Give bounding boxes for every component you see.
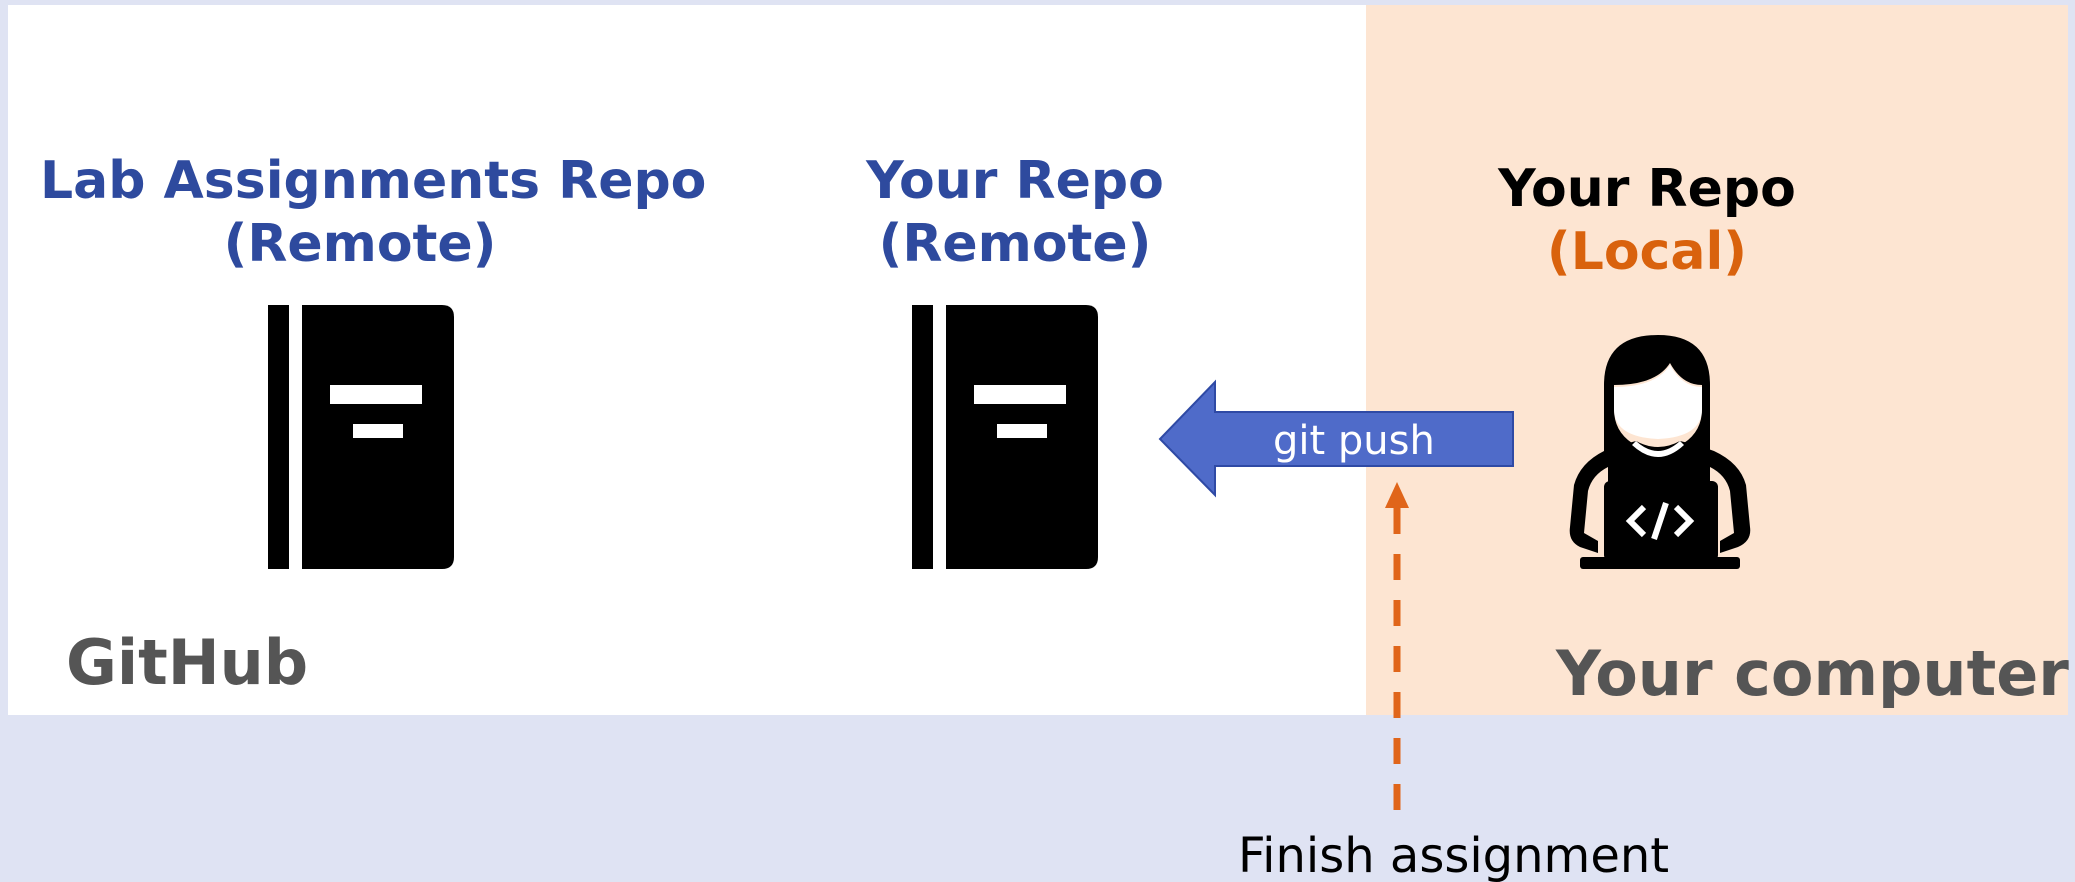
finish-assignment-label: Finish assignment [1238, 828, 1670, 882]
github-region [8, 5, 1366, 715]
computer-region [1366, 5, 2068, 715]
git-push-label: git push [1273, 418, 1435, 464]
remote-repo-title: Your Repo (Remote) [815, 150, 1215, 276]
lab-repo-title: Lab Assignments Repo (Remote) [40, 150, 707, 276]
computer-region-label: Your computer [1556, 637, 2069, 710]
remote-repo-title-line1: Your Repo [866, 151, 1164, 211]
git-push-arrow [1158, 379, 1514, 498]
remote-repo-title-line2: (Remote) [878, 214, 1152, 274]
github-region-label: GitHub [66, 626, 309, 699]
local-repo-title-line1: Your Repo [1498, 159, 1796, 219]
book-icon [912, 305, 1098, 569]
developer-with-laptop-icon [1569, 335, 1751, 569]
lab-repo-title-line2: (Remote) [223, 214, 497, 274]
book-icon [268, 305, 454, 569]
local-repo-title: Your Repo (Local) [1457, 158, 1837, 284]
finish-assignment-arrow [1385, 482, 1409, 812]
local-repo-title-line2: (Local) [1546, 222, 1748, 282]
lab-repo-title-line1: Lab Assignments Repo [40, 151, 707, 211]
